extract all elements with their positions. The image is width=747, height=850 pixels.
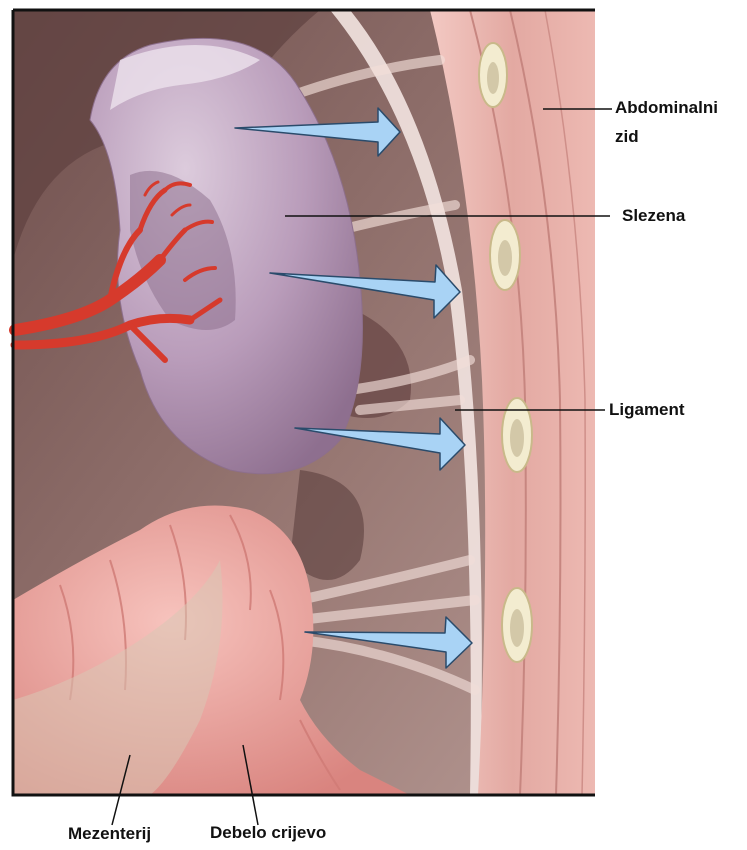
label-spleen: Slezena: [622, 205, 685, 227]
label-colon: Debelo crijevo: [210, 822, 326, 844]
label-ligament: Ligament: [609, 399, 685, 421]
label-abdominal-wall-line2: zid: [615, 126, 639, 148]
label-mesentery: Mezenterij: [68, 823, 151, 845]
label-abdominal-wall-line1: Abdominalni: [615, 97, 718, 119]
